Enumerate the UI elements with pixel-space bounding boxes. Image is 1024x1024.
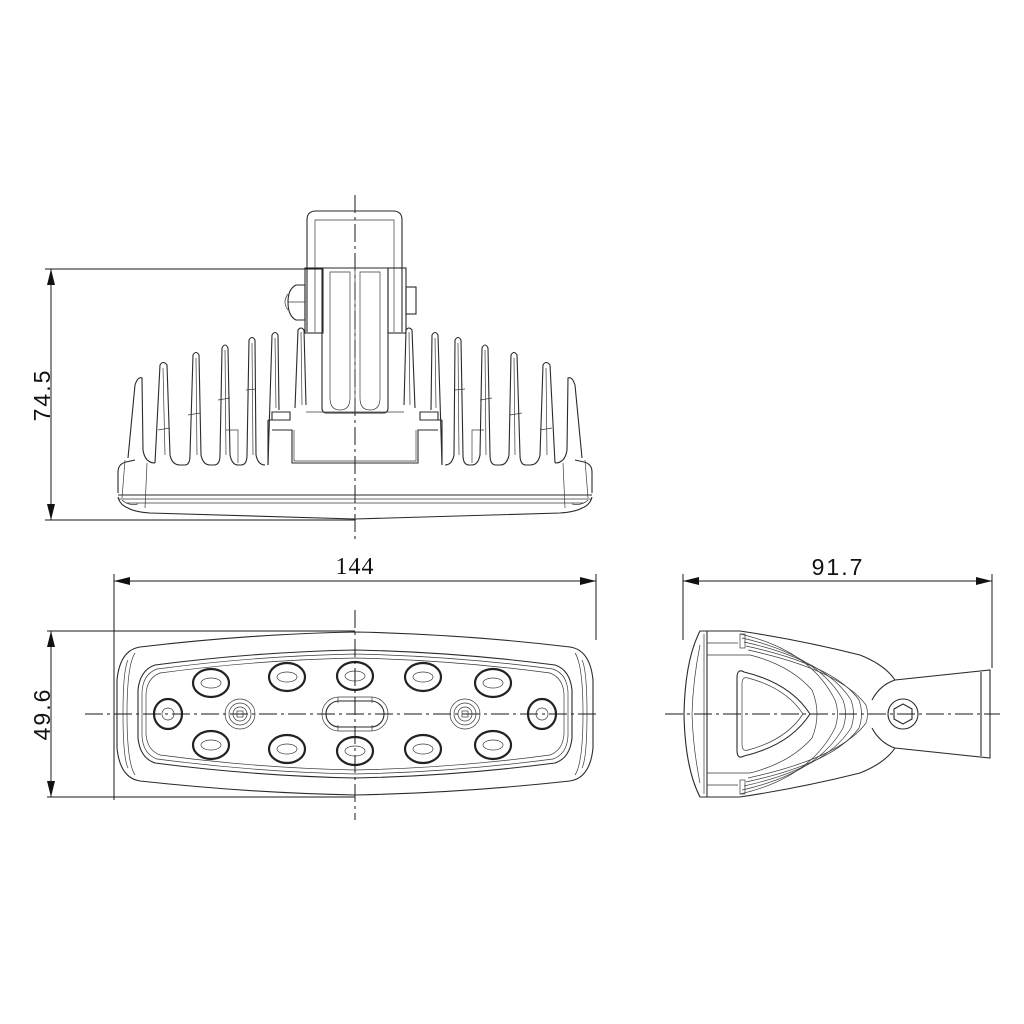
- led-row-top: [191, 660, 513, 699]
- pivot-bolt: [887, 698, 919, 730]
- housing-body: [117, 459, 593, 520]
- length-label: 91.7: [812, 554, 865, 580]
- led-reflector: [403, 733, 443, 765]
- led-reflector: [403, 661, 443, 693]
- hex-socket-icon: [893, 703, 913, 725]
- led-reflector: [473, 729, 513, 761]
- lens-bezel: [137, 649, 573, 779]
- dimension-length: 91.7: [682, 554, 993, 668]
- dimension-depth: 49.6: [29, 630, 355, 798]
- face-outer-housing: [116, 631, 594, 796]
- width-label: 144: [336, 554, 375, 580]
- led-reflector: [267, 661, 307, 693]
- mount-block: [321, 267, 389, 414]
- side-body-top: [707, 630, 896, 681]
- depth-label: 49.6: [29, 688, 55, 741]
- heatsink-fins: [127, 327, 583, 466]
- led-reflector: [191, 667, 231, 699]
- led-reflector: [473, 667, 513, 699]
- led-reflector: [267, 733, 307, 765]
- dimension-width: 144: [113, 554, 597, 800]
- bolt-head: [405, 286, 417, 315]
- side-view: 91.7: [665, 554, 1000, 798]
- side-lens-face: [683, 630, 708, 798]
- base-step: [267, 411, 443, 465]
- hex-nut: [284, 284, 306, 321]
- height-label: 74.5: [29, 369, 55, 422]
- face-view: 144 49.6: [29, 554, 600, 820]
- led-reflector: [191, 729, 231, 761]
- side-body-bottom: [707, 747, 896, 798]
- elevation-view: 74.5: [29, 195, 593, 540]
- side-window: [736, 670, 811, 758]
- dimension-height: 74.5: [29, 268, 355, 521]
- led-row-bottom: [191, 729, 513, 767]
